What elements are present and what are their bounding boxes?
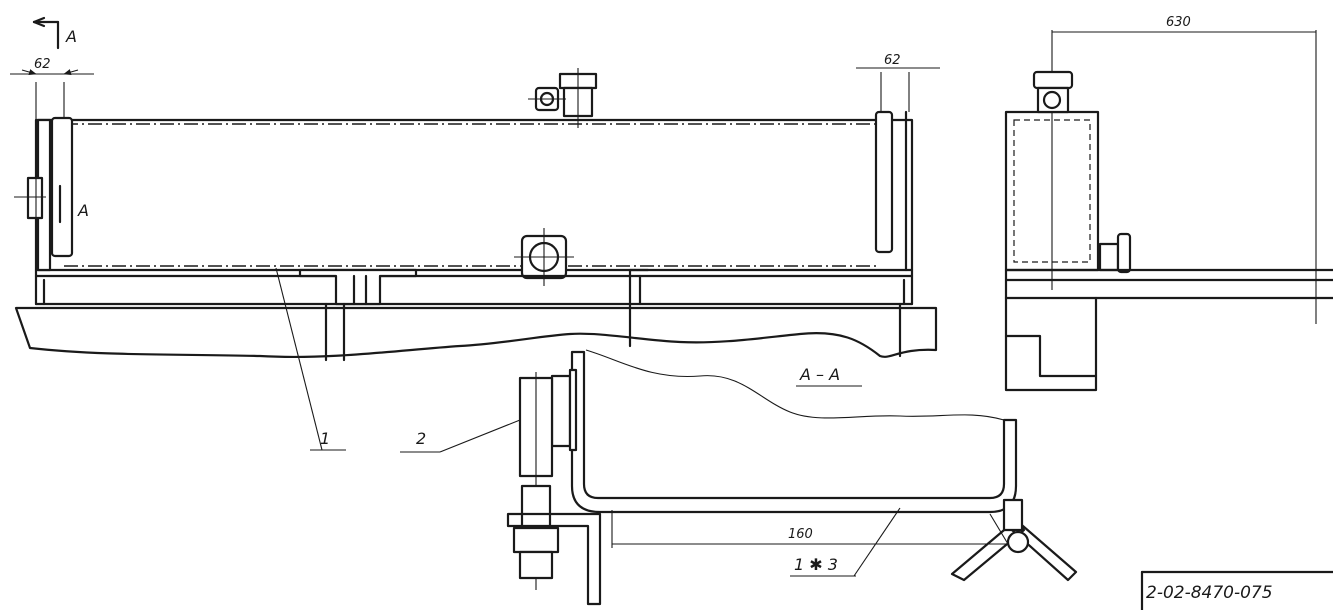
top-nozzle <box>528 68 598 128</box>
section-marker-lower: A <box>77 201 89 220</box>
section-a-a: A – A 2 160 <box>400 349 1078 606</box>
section-arrow-top: A <box>32 16 77 50</box>
callout-1-label: 1 <box>320 429 330 448</box>
callout-2-label: 2 <box>416 429 426 448</box>
dim-630-text: 630 <box>1166 15 1191 30</box>
section-marker-label: A <box>65 27 77 46</box>
foundation <box>14 302 938 362</box>
dim-62-right-text: 62 <box>884 53 901 68</box>
dim-62-left-text: 62 <box>34 57 51 72</box>
support-frame <box>34 268 914 306</box>
side-view: 630 <box>1004 15 1333 392</box>
bolt-2 <box>512 372 560 590</box>
callout-1-3-label: 1 ✱ 3 <box>794 555 838 574</box>
callout-1: 1 <box>275 267 346 451</box>
bottom-nozzle <box>514 228 574 286</box>
title-stamp: 2-02-8470-075 <box>1140 570 1333 610</box>
dimension-62-right: 62 <box>856 53 940 112</box>
drawing-number: 2-02-8470-075 <box>1146 583 1273 603</box>
dimension-62-left: 62 <box>10 57 94 122</box>
front-view: A 62 62 A <box>10 16 940 451</box>
section-title: A – A <box>799 365 840 384</box>
tank-body <box>34 118 914 272</box>
dim-160-text: 160 <box>788 527 813 542</box>
